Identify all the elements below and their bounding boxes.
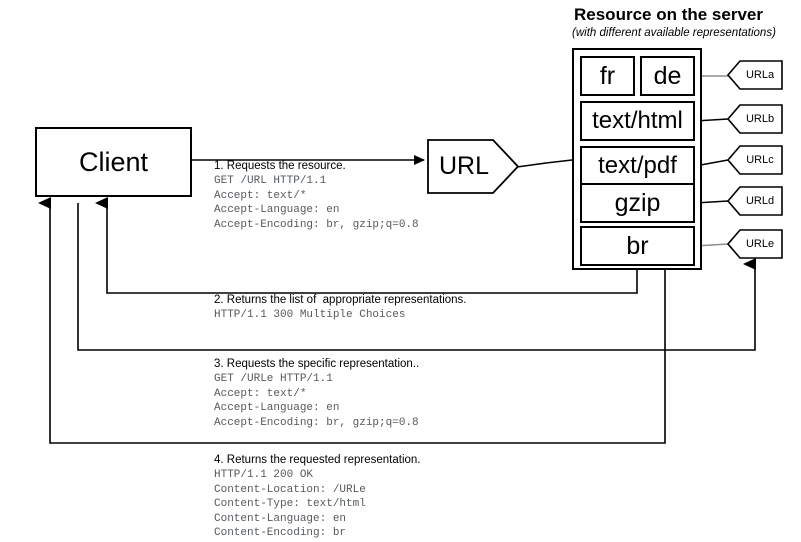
message-2-body: HTTP/1.1 300 Multiple Choices: [214, 309, 406, 321]
url-tag-label: URLe: [745, 238, 775, 250]
representation-box-fr[interactable]: fr: [580, 56, 635, 96]
url-tag-label: URLd: [745, 195, 775, 207]
message-1-heading: 1. Requests the resource.: [214, 160, 346, 172]
message-4-heading: 4. Returns the requested representation.: [214, 454, 421, 466]
message-4-body: HTTP/1.1 200 OK Content-Location: /URLe …: [214, 469, 366, 540]
representation-box-text-pdf[interactable]: text/pdf: [580, 146, 695, 186]
message-3-heading: 3. Requests the specific representation.…: [214, 358, 420, 370]
url-tag-urld[interactable]: URLd: [727, 186, 783, 216]
url-tag-urlb[interactable]: URLb: [727, 104, 783, 134]
message-2: 2. Returns the list of appropriate repre…: [214, 294, 467, 323]
pentagon-shape-icon: [727, 145, 783, 175]
message-2-heading: 2. Returns the list of appropriate repre…: [214, 294, 467, 306]
url-tag-urla[interactable]: URLa: [727, 60, 783, 90]
representation-box-br[interactable]: br: [580, 226, 695, 266]
message-3-body: GET /URLe HTTP/1.1 Accept: text/* Accept…: [214, 373, 419, 429]
server-title: Resource on the server: [574, 5, 763, 24]
pentagon-shape-icon: [427, 139, 519, 194]
client-box[interactable]: Client: [35, 127, 192, 197]
representation-box-text-html[interactable]: text/html: [580, 101, 695, 141]
representation-box-de[interactable]: de: [640, 56, 695, 96]
url-tag-label: URLc: [746, 154, 774, 166]
pentagon-shape-icon: [727, 186, 783, 216]
representation-box-gzip[interactable]: gzip: [580, 183, 695, 223]
url-tag-urle[interactable]: URLe: [727, 229, 783, 259]
pentagon-shape-icon: [727, 229, 783, 259]
url-tag-label: URLa: [745, 69, 775, 81]
message-4: 4. Returns the requested representation.…: [214, 454, 421, 541]
wire-url-to-server: [516, 159, 573, 168]
pentagon-shape-icon: [727, 60, 783, 90]
message-1-body: GET /URL HTTP/1.1 Accept: text/* Accept-…: [214, 175, 419, 231]
server-subtitle: (with different available representation…: [572, 27, 776, 39]
url-tag-label: URLb: [745, 113, 775, 125]
client-label: Client: [78, 146, 149, 177]
url-node-label: URL: [438, 152, 489, 180]
message-1: 1. Requests the resource. GET /URL HTTP/…: [214, 160, 419, 232]
url-node[interactable]: URL: [427, 139, 519, 194]
message-3: 3. Requests the specific representation.…: [214, 358, 419, 430]
url-tag-urlc[interactable]: URLc: [727, 145, 783, 175]
pentagon-shape-icon: [727, 104, 783, 134]
